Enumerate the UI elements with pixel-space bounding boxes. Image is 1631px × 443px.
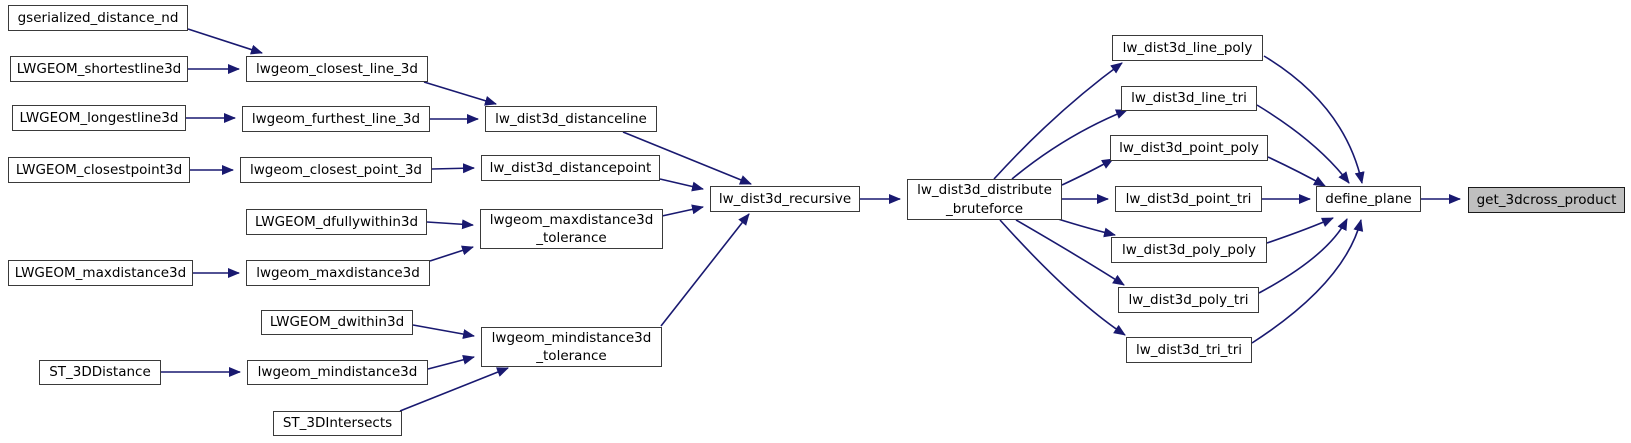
edge-lw-dist3d-point-poly-to-define-plane bbox=[1267, 156, 1326, 187]
node-lwgeom-maxdistance3d[interactable]: lwgeom_maxdistance3d bbox=[246, 260, 430, 286]
node-lw-dist3d-line-poly[interactable]: lw_dist3d_line_poly bbox=[1112, 35, 1263, 61]
edge-gserialized-distance-nd-to-lwgeom-closest-line-3d bbox=[187, 28, 263, 55]
node-lwgeom-mindistance3d[interactable]: lwgeom_mindistance3d bbox=[247, 360, 428, 385]
node-LWGEOM-dfullywithin3d[interactable]: LWGEOM_dfullywithin3d bbox=[246, 209, 427, 235]
node-lwgeom-mindistance3d-tolerance[interactable]: lwgeom_mindistance3d _tolerance bbox=[481, 327, 662, 367]
edge-lwgeom-closest-point-3d-to-lw-dist3d-distancepoint bbox=[431, 163, 475, 174]
node-LWGEOM-closestpoint3d[interactable]: LWGEOM_closestpoint3d bbox=[8, 157, 190, 183]
edge-lw-dist3d-distanceline-to-lw-dist3d-recursive bbox=[622, 131, 752, 185]
node-lw-dist3d-poly-tri[interactable]: lw_dist3d_poly_tri bbox=[1118, 287, 1259, 313]
node-lw-dist3d-poly-poly[interactable]: lw_dist3d_poly_poly bbox=[1111, 237, 1267, 263]
edge-lw-dist3d-line-tri-to-define-plane bbox=[1256, 104, 1350, 184]
edge-LWGEOM-dfullywithin3d-to-lwgeom-maxdistance3d-tolerance bbox=[426, 219, 474, 230]
edge-lw-dist3d-distribute-bruteforce-to-lw-dist3d-line-poly bbox=[993, 62, 1123, 180]
node-lw-dist3d-recursive[interactable]: lw_dist3d_recursive bbox=[710, 186, 860, 212]
node-lw-dist3d-distanceline[interactable]: lw_dist3d_distanceline bbox=[485, 106, 657, 132]
node-lw-dist3d-distancepoint[interactable]: lw_dist3d_distancepoint bbox=[481, 155, 660, 181]
edge-lwgeom-maxdistance3d-to-lwgeom-maxdistance3d-tolerance bbox=[429, 245, 474, 262]
edge-lw-dist3d-distribute-bruteforce-to-lw-dist3d-point-poly bbox=[1061, 158, 1114, 186]
node-lw-dist3d-tri-tri[interactable]: lw_dist3d_tri_tri bbox=[1126, 337, 1252, 363]
edge-lw-dist3d-distancepoint-to-lw-dist3d-recursive bbox=[659, 178, 704, 192]
node-LWGEOM-dwithin3d[interactable]: LWGEOM_dwithin3d bbox=[261, 310, 413, 335]
node-LWGEOM-longestline3d[interactable]: LWGEOM_longestline3d bbox=[12, 105, 186, 131]
node-LWGEOM-shortestline3d[interactable]: LWGEOM_shortestline3d bbox=[10, 56, 188, 82]
edge-lw-dist3d-poly-tri-to-define-plane bbox=[1258, 218, 1348, 294]
edge-lw-dist3d-tri-tri-to-define-plane bbox=[1251, 219, 1364, 344]
edge-lw-dist3d-distribute-bruteforce-to-lw-dist3d-poly-poly bbox=[1057, 218, 1116, 238]
node-get-3dcross-product: get_3dcross_product bbox=[1468, 187, 1625, 213]
node-lw-dist3d-point-poly[interactable]: lw_dist3d_point_poly bbox=[1110, 135, 1268, 161]
node-gserialized-distance-nd[interactable]: gserialized_distance_nd bbox=[8, 5, 188, 31]
edge-group bbox=[161, 28, 1461, 412]
node-lwgeom-closest-point-3d[interactable]: lwgeom_closest_point_3d bbox=[240, 157, 432, 183]
node-lwgeom-closest-line-3d[interactable]: lwgeom_closest_line_3d bbox=[246, 56, 428, 82]
node-lwgeom-maxdistance3d-tolerance[interactable]: lwgeom_maxdistance3d _tolerance bbox=[480, 209, 663, 249]
edge-lwgeom-mindistance3d-tolerance-to-lw-dist3d-recursive bbox=[660, 213, 750, 327]
edge-lw-dist3d-distribute-bruteforce-to-lw-dist3d-tri-tri bbox=[999, 219, 1126, 336]
edge-lw-dist3d-poly-poly-to-define-plane bbox=[1266, 217, 1334, 244]
edge-lw-dist3d-distribute-bruteforce-to-lw-dist3d-line-tri bbox=[1011, 109, 1128, 180]
node-LWGEOM-maxdistance3d[interactable]: LWGEOM_maxdistance3d bbox=[8, 260, 193, 286]
edge-lw-dist3d-line-poly-to-define-plane bbox=[1263, 55, 1365, 184]
edge-LWGEOM-dwithin3d-to-lwgeom-mindistance3d-tolerance bbox=[412, 324, 475, 339]
node-ST-3DIntersects[interactable]: ST_3DIntersects bbox=[273, 411, 402, 436]
edge-lw-dist3d-distribute-bruteforce-to-lw-dist3d-poly-tri bbox=[1015, 219, 1125, 286]
node-lwgeom-furthest-line-3d[interactable]: lwgeom_furthest_line_3d bbox=[242, 106, 430, 132]
node-lw-dist3d-point-tri[interactable]: lw_dist3d_point_tri bbox=[1115, 186, 1262, 212]
node-ST-3DDistance[interactable]: ST_3DDistance bbox=[39, 360, 161, 385]
edge-ST-3DIntersects-to-lwgeom-mindistance3d-tolerance bbox=[399, 367, 509, 412]
node-lw-dist3d-line-tri[interactable]: lw_dist3d_line_tri bbox=[1121, 86, 1257, 111]
edge-lwgeom-mindistance3d-to-lwgeom-mindistance3d-tolerance bbox=[427, 354, 475, 370]
edge-lwgeom-maxdistance3d-tolerance-to-lw-dist3d-recursive bbox=[661, 204, 704, 217]
edge-lwgeom-closest-line-3d-to-lw-dist3d-distanceline bbox=[423, 81, 497, 106]
node-lw-dist3d-distribute-bruteforce[interactable]: lw_dist3d_distribute _bruteforce bbox=[907, 179, 1062, 220]
node-define-plane[interactable]: define_plane bbox=[1316, 186, 1421, 212]
